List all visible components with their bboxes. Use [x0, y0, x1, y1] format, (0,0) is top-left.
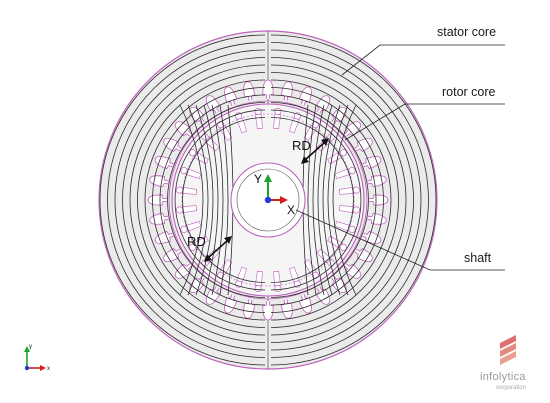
- rd-upper-label: RD: [292, 138, 311, 153]
- infolytica-logo: infolytica corporation: [480, 335, 526, 391]
- shaft-inner-ring: [236, 168, 300, 232]
- stator-slots: [147, 79, 389, 321]
- callout-rotor-core: rotor core: [344, 85, 505, 141]
- brand-name: infolytica: [480, 371, 526, 383]
- rd-lower-label: RD: [187, 234, 206, 249]
- axis-x-label: X: [287, 203, 295, 217]
- triad-x-label: x: [47, 366, 50, 372]
- rotor-bar-ring: [181, 113, 355, 287]
- center-axes: Y X: [254, 172, 295, 217]
- air-gap-ring: [168, 100, 368, 300]
- triad-y-label: y: [29, 344, 32, 350]
- callout-shaft: shaft: [295, 209, 505, 271]
- axis-y-label: Y: [254, 172, 262, 186]
- callout-stator-core-label: stator core: [437, 25, 496, 39]
- view-triad: y x: [24, 344, 50, 372]
- callout-rotor-core-label: rotor core: [442, 85, 496, 99]
- flux-lines: [99, 34, 437, 366]
- callout-stator-core: stator core: [341, 25, 505, 76]
- infolytica-logo-icon: [500, 335, 516, 365]
- rd-upper-dimension: RD: [292, 138, 329, 164]
- brand-tagline: corporation: [496, 385, 526, 391]
- rd-lower-dimension: RD: [187, 234, 232, 262]
- callout-shaft-label: shaft: [464, 251, 492, 265]
